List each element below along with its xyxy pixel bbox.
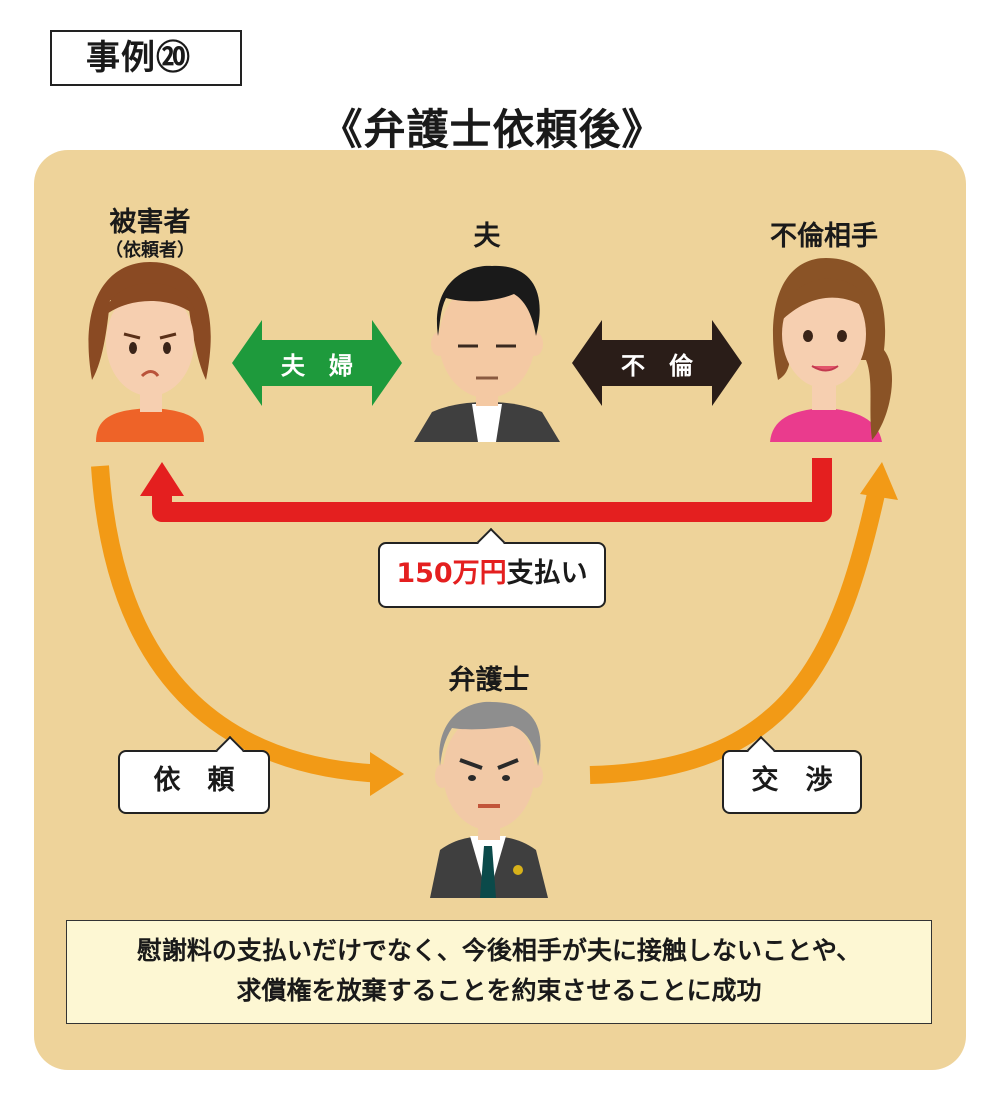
victim-label: 被害者 [109, 207, 191, 238]
husband-label: 夫 [473, 221, 501, 252]
request-callout: 依 頼 [118, 735, 270, 814]
conclusion-line-2: 求償権を放棄することを約束させることに成功 [236, 976, 762, 1005]
negotiate-callout: 交 渉 [722, 735, 862, 814]
couple-label: 夫 婦 [281, 352, 353, 380]
payment-arrow [152, 458, 832, 522]
partner-avatar [770, 258, 893, 442]
husband-avatar [414, 265, 560, 442]
negotiate-label: 交 渉 [751, 765, 833, 796]
victim-avatar [88, 262, 211, 442]
lawyer-label: 弁護士 [448, 665, 530, 696]
request-label: 依 頼 [153, 765, 235, 796]
negotiate-arrowhead [860, 462, 898, 500]
payment-amount: 150万円 [396, 558, 507, 589]
request-arrowhead [370, 752, 404, 796]
payment-action: 支払い [506, 558, 588, 589]
payment-arrowhead [140, 462, 184, 496]
case-label: 事例⑳ [50, 30, 242, 86]
couple-arrow [232, 320, 402, 406]
page-title: 《弁護士依頼後》 [320, 105, 665, 154]
victim-sublabel: （依頼者） [105, 240, 195, 261]
partner-label: 不倫相手 [770, 221, 878, 252]
conclusion-box: 慰謝料の支払いだけでなく、今後相手が夫に接触しないことや、 求償権を放棄すること… [66, 920, 932, 1024]
conclusion-line-1: 慰謝料の支払いだけでなく、今後相手が夫に接触しないことや、 [136, 936, 862, 965]
affair-arrow [572, 320, 742, 406]
request-arrow [91, 465, 386, 783]
affair-label: 不 倫 [621, 352, 693, 380]
payment-callout: 150万円支払い [378, 527, 606, 608]
negotiate-arrow [589, 483, 887, 784]
lawyer-avatar [430, 701, 548, 898]
